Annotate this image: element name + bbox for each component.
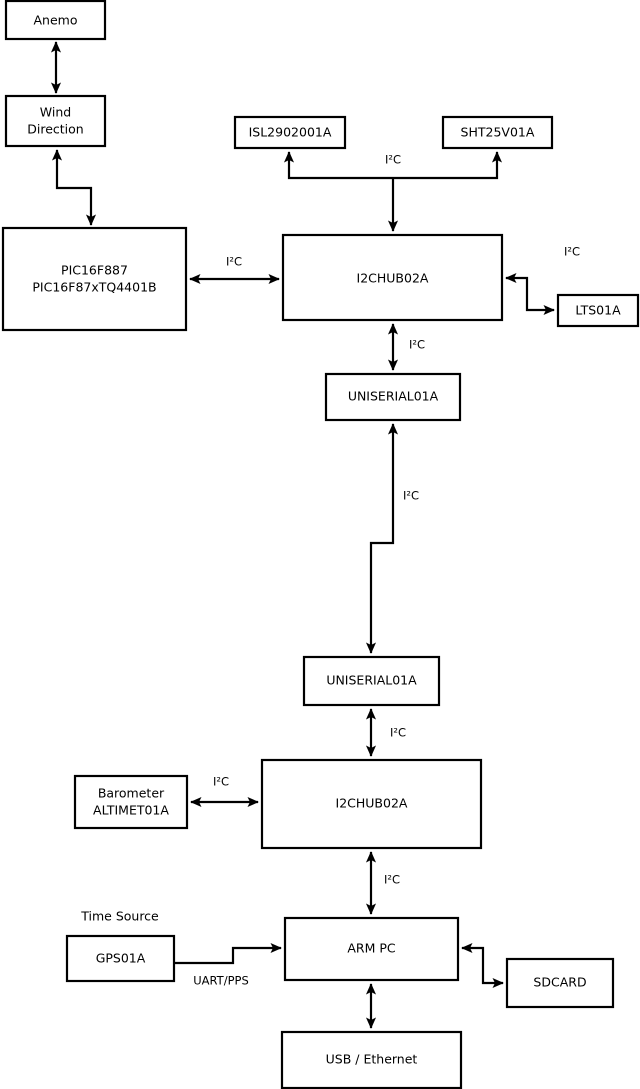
edge-label-hub-uniserial: I²C [409,338,425,352]
edge-label-gps-arm: UART/PPS [193,974,249,988]
edge-label-hub2-arm: I²C [384,873,400,887]
node-uniserial01a-top[interactable]: UNISERIAL01A [324,372,462,422]
edge-hubtop-sht [393,151,503,180]
node-i2chub02a-bottom-label: I2CHUB02A [336,796,408,811]
edge-label-uniserial-link: I²C [403,489,419,503]
node-sht25v01a-label: SHT25V01A [461,125,535,140]
node-usb-ethernet[interactable]: USB / Ethernet [280,1030,463,1089]
node-isl2902001a[interactable]: ISL2902001A [233,115,347,150]
node-arm-pc-rect[interactable] [283,916,460,982]
node-i2chub02a-top-rect[interactable] [281,233,504,322]
node-uniserial01a-top-label: UNISERIAL01A [348,389,439,404]
node-arm-pc-label: ARM PC [347,941,396,956]
node-sdcard-rect[interactable] [505,957,615,1009]
edge-armpc-sdcard [461,942,504,989]
edge-pic-wind [51,149,97,226]
node-i2chub02a-top-label: I2CHUB02A [357,271,429,286]
node-i2chub02a-bottom-rect[interactable] [260,758,483,850]
edge-label-sensors-hub: I²C [385,153,401,167]
node-lts01a[interactable]: LTS01A [556,293,640,328]
node-wind-direction-label-line1: Wind [40,105,71,120]
node-i2chub02a-top[interactable]: I2CHUB02A [281,233,504,322]
node-barometer-label-line1: Barometer [98,786,165,801]
edge-label-uniserial-hub2: I²C [390,726,406,740]
node-sdcard[interactable]: SDCARD [505,957,615,1009]
node-isl2902001a-label: ISL2902001A [249,125,332,140]
node-isl2902001a-rect[interactable] [233,115,347,150]
node-pic-mcu-label-line2: PIC16F87xTQ4401B [32,280,156,295]
node-usb-ethernet-label: USB / Ethernet [326,1052,418,1067]
edge-hubtop-isl [283,151,393,180]
label-time-source: Time Source [80,909,159,924]
node-wind-direction-rect[interactable] [4,94,107,148]
node-anemo[interactable]: Anemo [4,0,107,41]
node-gps01a[interactable]: GPS01A [65,934,176,983]
node-uniserial01a-bottom[interactable]: UNISERIAL01A [302,655,441,707]
node-uniserial01a-bottom-rect[interactable] [302,655,441,707]
node-gps01a-label: GPS01A [96,951,146,966]
node-i2chub02a-bottom[interactable]: I2CHUB02A [260,758,483,850]
node-barometer-label-line2: ALTIMET01A [93,803,169,818]
node-pic-mcu-label-line1: PIC16F887 [61,263,128,278]
node-sht25v01a[interactable]: SHT25V01A [441,115,554,150]
edge-hubtop-lts [505,272,555,316]
node-usb-ethernet-rect[interactable] [280,1030,463,1089]
edge-gps-armpc [174,942,282,965]
edge-label-baro-hub2: I²C [213,775,229,789]
node-sht25v01a-rect[interactable] [441,115,554,150]
node-uniserial01a-bottom-label: UNISERIAL01A [326,673,417,688]
node-sdcard-label: SDCARD [533,975,586,990]
edge-label-hub-lts: I²C [564,245,580,259]
node-anemo-rect[interactable] [4,0,107,41]
node-barometer-altimet01a-rect[interactable] [73,774,189,830]
node-lts01a-label: LTS01A [575,303,621,318]
edge-label-pic-hub: I²C [226,255,242,269]
node-wind-direction-label-line2: Direction [27,122,83,137]
node-arm-pc[interactable]: ARM PC [283,916,460,982]
node-anemo-label: Anemo [34,13,78,28]
node-lts01a-rect[interactable] [556,293,640,328]
node-wind-direction[interactable]: Wind Direction [4,94,107,148]
edge-uniserial-link [365,423,399,654]
node-pic-mcu[interactable]: PIC16F887 PIC16F87xTQ4401B [1,226,188,332]
node-gps01a-rect[interactable] [65,934,176,983]
node-uniserial01a-top-rect[interactable] [324,372,462,422]
node-pic-mcu-rect[interactable] [1,226,188,332]
node-barometer-altimet01a[interactable]: Barometer ALTIMET01A [73,774,189,830]
